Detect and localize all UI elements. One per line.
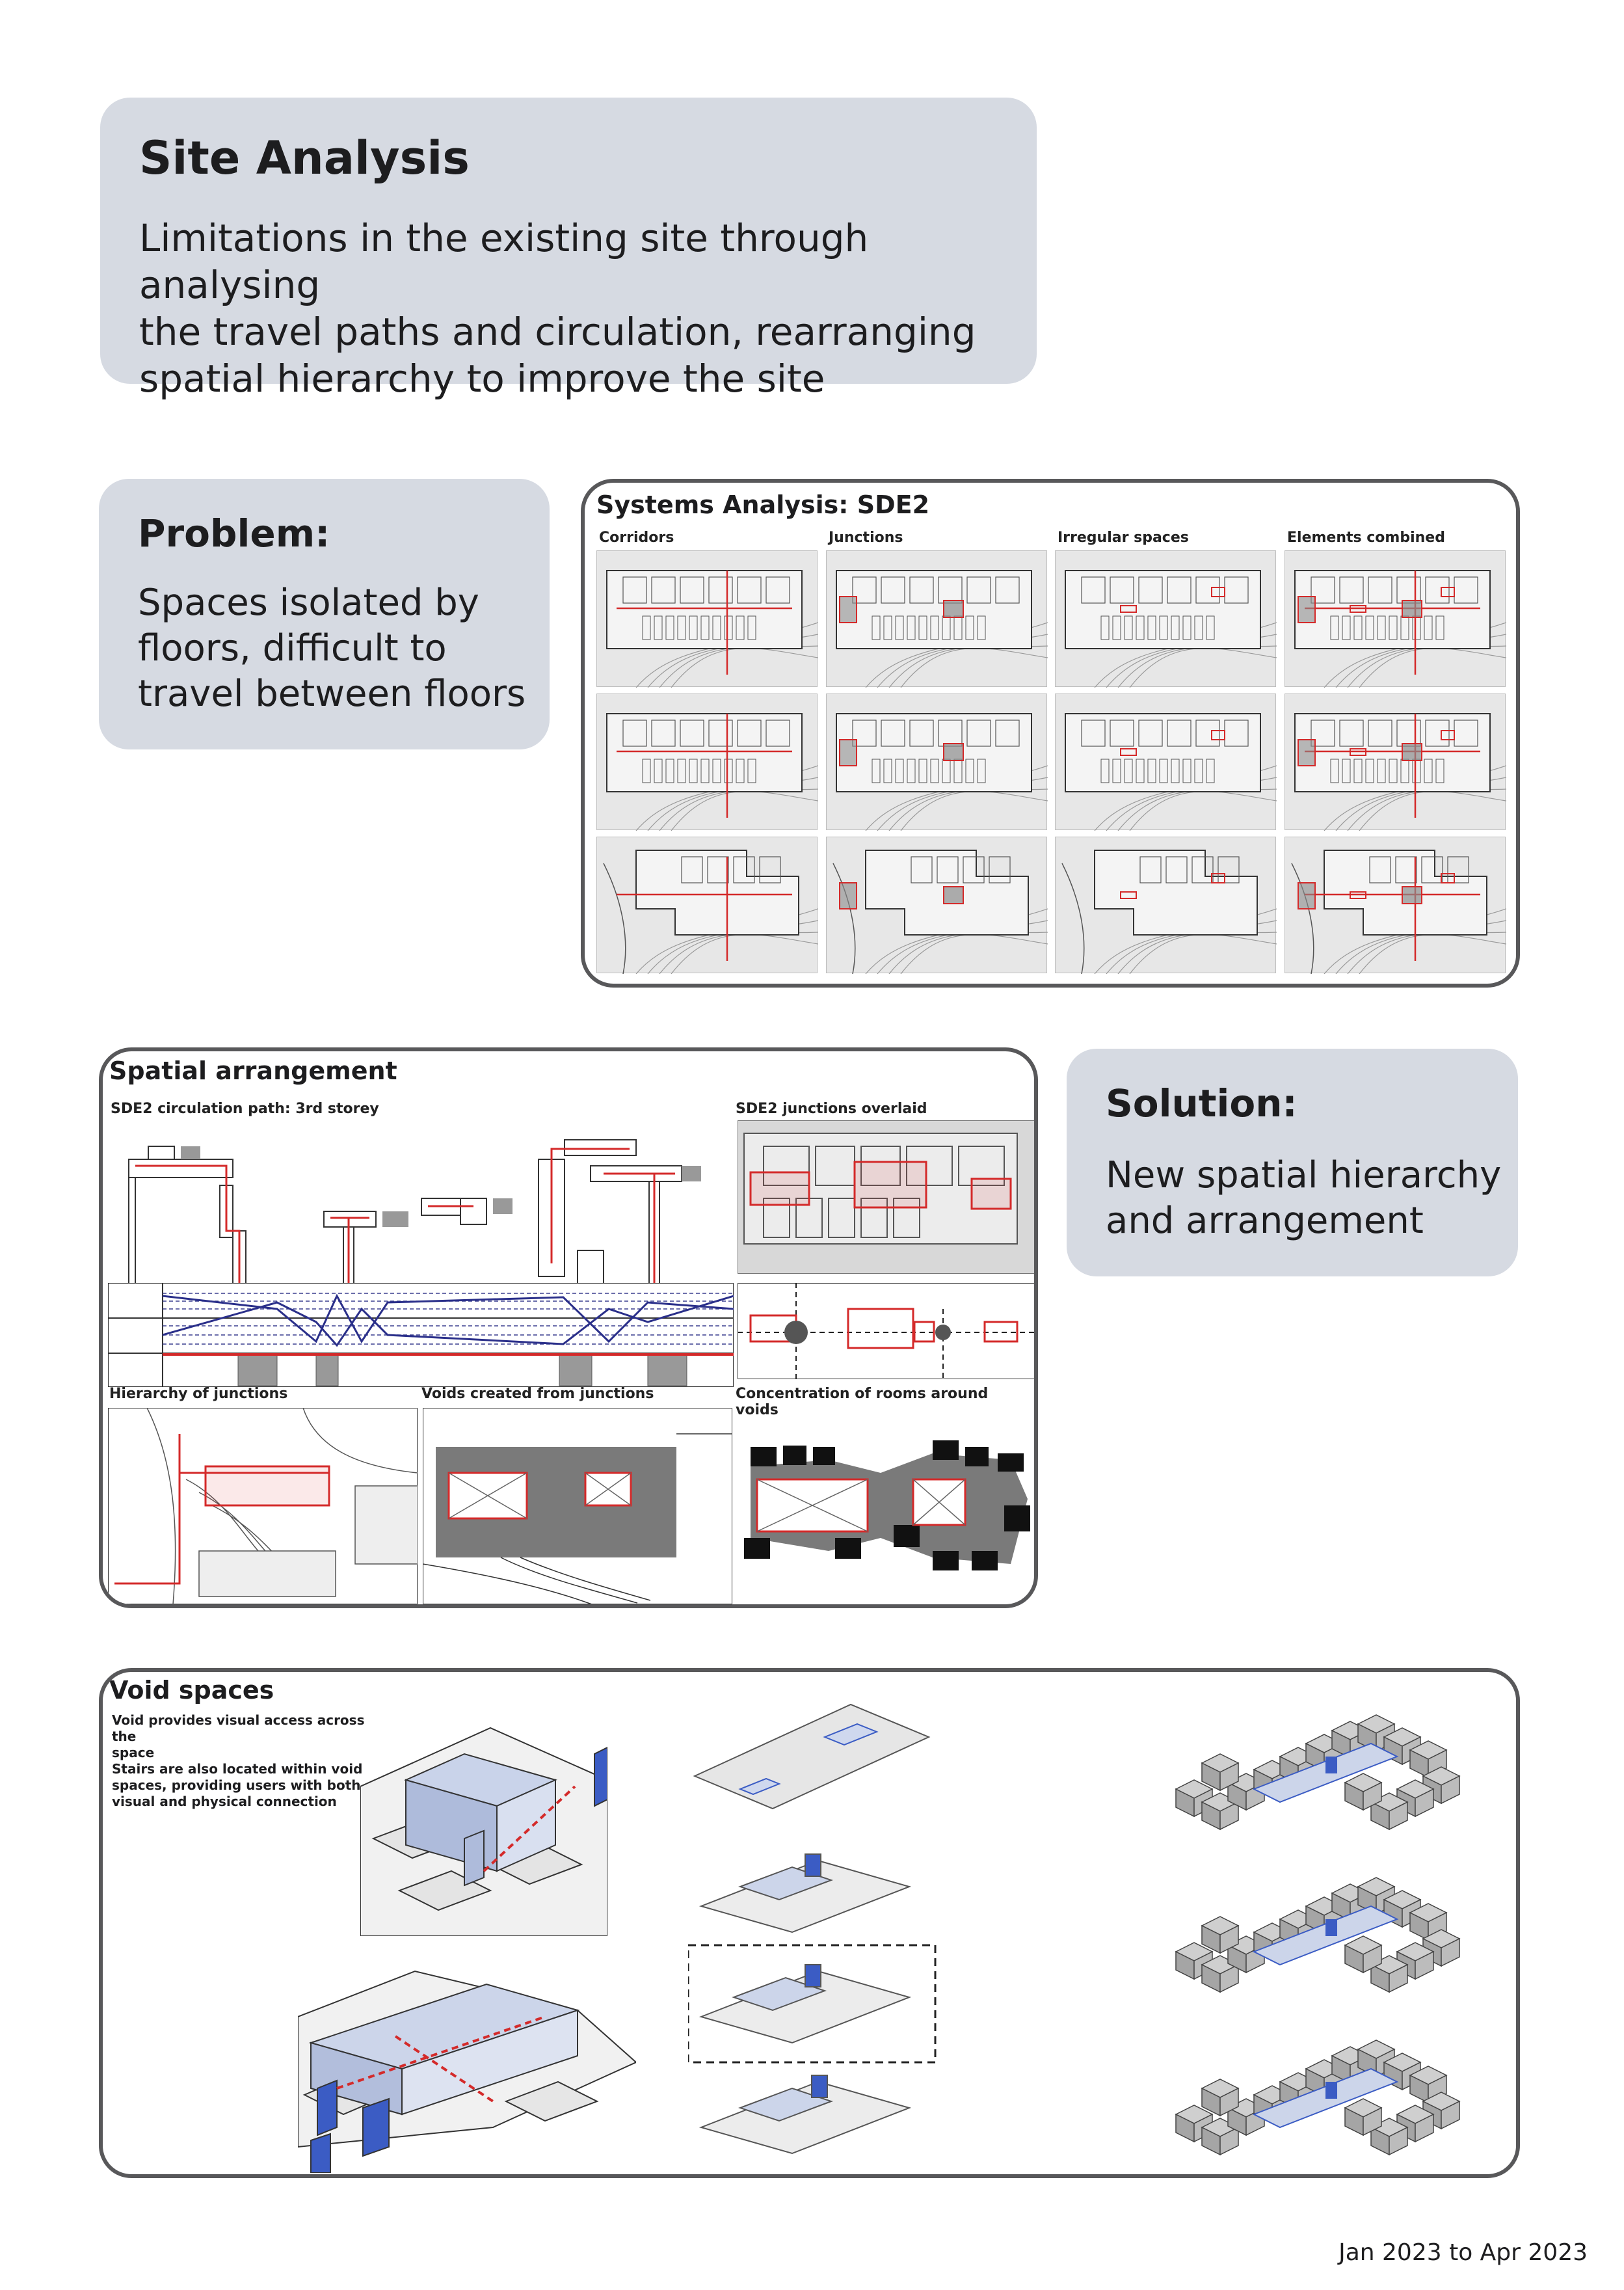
floor-plan-thumbnail <box>1055 694 1277 831</box>
void-note-line: visual and physical connection <box>112 1794 337 1809</box>
floor-plan-thumbnail <box>596 694 819 831</box>
problem-line: Spaces isolated by <box>138 582 479 624</box>
void-massing-variants <box>1175 1714 1461 2156</box>
floor-plan-thumbnail <box>826 837 1048 975</box>
void-note-line: spaces, providing users with both <box>112 1777 361 1793</box>
floor-plan-thumbnail <box>1285 694 1507 831</box>
systems-column-label: Corridors <box>599 530 674 546</box>
void-note-line: Stairs are also located within void <box>112 1761 363 1777</box>
hierarchy-plan <box>108 1408 418 1604</box>
page-title: Site Analysis <box>139 131 470 185</box>
junction-hierarchy-strips <box>108 1283 734 1387</box>
solution-line: and arrangement <box>1106 1200 1424 1242</box>
solution-text: New spatial hierarchy and arrangement <box>1106 1153 1501 1244</box>
date-range: Jan 2023 to Apr 2023 <box>1338 2239 1588 2266</box>
voids-plan <box>423 1408 732 1604</box>
problem-line: floors, difficult to <box>138 627 447 669</box>
problem-label: Problem: <box>138 511 330 556</box>
floor-plan-thumbnail <box>596 550 819 688</box>
systems-title: Systems Analysis: SDE2 <box>596 491 930 519</box>
concentration-label: Concentration of rooms around voids <box>736 1386 989 1418</box>
solution-line: New spatial hierarchy <box>1106 1154 1502 1196</box>
systems-column-label: Irregular spaces <box>1058 530 1189 546</box>
floor-plan-thumbnail <box>826 694 1048 831</box>
problem-line: travel between floors <box>138 673 526 715</box>
subtitle-line: spatial hierarchy to improve the site <box>139 357 825 401</box>
circulation-label: SDE2 circulation path: 3rd storey <box>111 1101 379 1117</box>
voids-label: Voids created from junctions <box>421 1386 654 1402</box>
systems-column-label: Junctions <box>829 530 903 546</box>
void-note-line: Void provides visual access across the <box>112 1712 365 1744</box>
systems-column-label: Elements combined <box>1287 530 1445 546</box>
header-card: Site Analysis Limitations in the existin… <box>100 98 1037 401</box>
void-note: Void provides visual access across the s… <box>112 1712 372 1810</box>
floor-plan-thumbnail <box>1285 837 1507 975</box>
void-title: Void spaces <box>109 1676 274 1704</box>
systems-analysis-panel: Systems Analysis: SDE2 Corridors Junctio… <box>581 479 1520 988</box>
hierarchy-label: Hierarchy of junctions <box>109 1386 288 1402</box>
floor-plan-thumbnail <box>826 550 1048 688</box>
subtitle-line: the travel paths and circulation, rearra… <box>139 310 976 354</box>
problem-card: Problem: Spaces isolated by floors, diff… <box>99 479 550 749</box>
void-exploded-stack <box>688 1703 937 2155</box>
floor-plan-thumbnail <box>1055 550 1277 688</box>
junctions-overlaid-plan <box>738 1120 1034 1274</box>
floor-plan-thumbnail <box>1285 550 1507 688</box>
spatial-arrangement-panel: Spatial arrangement SDE2 circulation pat… <box>99 1047 1038 1608</box>
problem-text: Spaces isolated by floors, difficult to … <box>138 580 526 717</box>
junction-diagram <box>738 1283 1034 1379</box>
void-closeup-lower <box>298 1970 636 2173</box>
spatial-title: Spatial arrangement <box>109 1057 397 1085</box>
subtitle-line: Limitations in the existing site through… <box>139 216 869 307</box>
void-closeup-upper <box>360 1727 607 1936</box>
void-note-line: space <box>112 1745 155 1760</box>
solution-label: Solution: <box>1106 1081 1298 1125</box>
massing-group <box>1175 1714 1461 2156</box>
concentration-plan <box>744 1440 1030 1570</box>
floor-plan-thumbnail <box>596 837 819 975</box>
junctions-overlaid-label: SDE2 junctions overlaid <box>736 1101 927 1117</box>
solution-card: Solution: New spatial hierarchy and arra… <box>1067 1049 1518 1276</box>
void-spaces-panel: Void spaces Void provides visual access … <box>99 1668 1520 2178</box>
page-subtitle: Limitations in the existing site through… <box>139 215 1024 402</box>
floor-plan-thumbnail <box>1055 837 1277 975</box>
